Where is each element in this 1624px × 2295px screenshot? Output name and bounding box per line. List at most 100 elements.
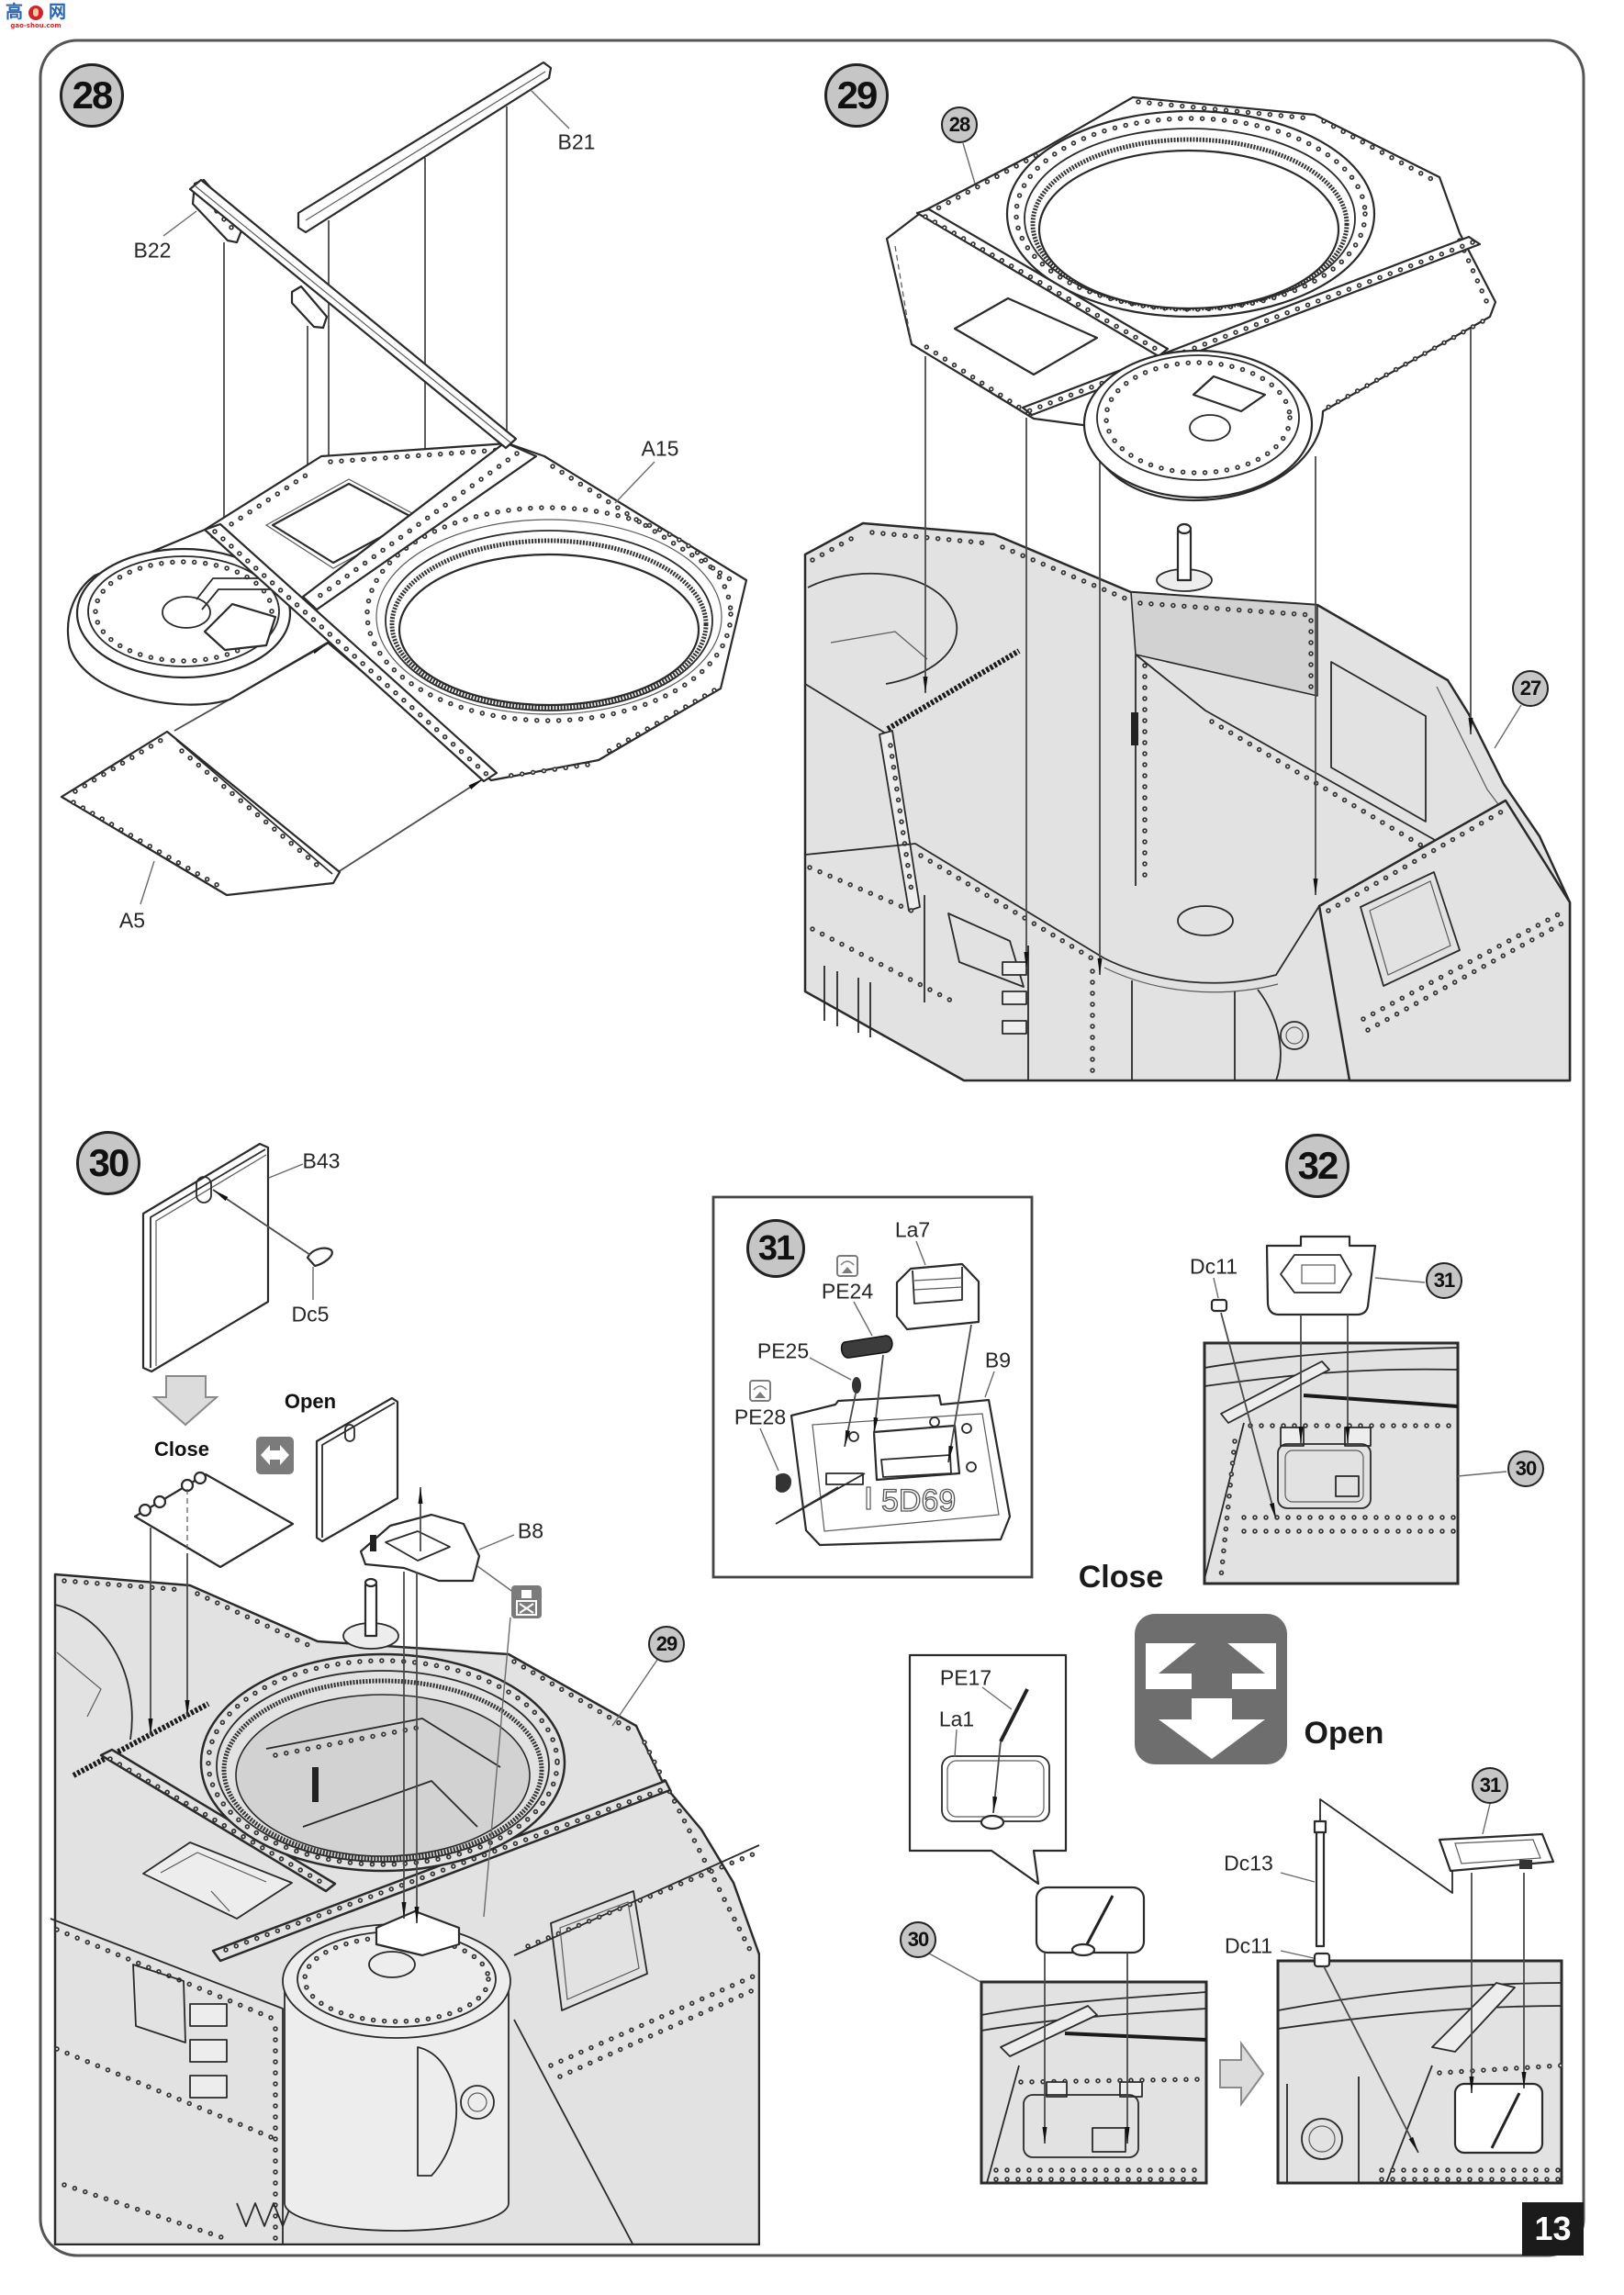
down-arrow-icon [151,1375,219,1427]
leader-ref-29 [611,1659,658,1727]
rivet-highlight [512,1660,635,1733]
vision-port [460,2085,495,2120]
front-right-hatch [1360,871,1461,987]
pe28-placement-lines [775,1472,866,1525]
front-right-hatch-inner [1369,880,1451,976]
leader-pe25 [809,1357,852,1381]
hull-rails [1277,1982,1562,2030]
b9-raised-block [872,1424,961,1482]
part-pe17 [999,1688,1029,1742]
roof-turret-ring-opening [1037,149,1340,310]
step-30-hull [50,1573,760,2245]
rivet-highlight [811,532,861,562]
b22-bracket [290,285,329,330]
open-door-panel [315,1396,399,1543]
step-32-illustration [908,1235,1563,2185]
part-dc11 [1210,1298,1228,1313]
rivet-highlight [94,560,274,663]
part-dc5-handle [306,1247,333,1268]
part-label-a15: A15 [641,436,679,461]
rivet-highlight [62,1579,185,1592]
leader-no-glue [476,1565,515,1918]
deck-detail [830,631,928,660]
dc13-cap [1313,1819,1327,1834]
left-deck-hatch-ring [807,572,958,685]
part-la7 [895,1262,980,1331]
down-arrow-glyph [1159,1698,1265,1759]
watermark-char-left: 高 [6,2,24,22]
front-door [947,912,1025,988]
hatch-frame [1277,1443,1372,1509]
option-label-close: Close [1078,1560,1164,1595]
rivet-highlight [1366,920,1567,1032]
rivet-row [210,467,317,539]
part-label-pe24: PE24 [821,1279,874,1304]
cupola-opening [203,602,277,652]
hull-seam [1204,1422,1245,1580]
watermark-logo-row: 高 网 [6,4,66,21]
part-label-b8: B8 [517,1518,544,1543]
hatch-hinge [138,1503,152,1517]
drum-aperture [417,2046,458,2177]
floor-mount-ring [1177,905,1234,936]
periscope-shaft [1176,529,1193,582]
lower-front-edge [804,843,1105,959]
open-door-frame [321,1402,396,1538]
page-border [39,39,1585,2257]
step-badge-31: 31 [746,1219,805,1278]
leader-ref-30 [1457,1471,1507,1477]
hull-bar [1431,1982,1516,2053]
leader-dc11 [1280,1950,1315,1959]
part-b9: 5D69 [790,1394,1012,1547]
leader-ref-31 [1482,1803,1491,1835]
rivet-row [54,1927,278,2022]
leader-ref-27 [1494,704,1522,749]
rivet-highlight [1001,545,1127,600]
rivet-highlight [1326,319,1484,409]
toggle-icon-glyph [261,1445,289,1465]
hidden-edge [894,245,912,341]
part-a15-plate [66,441,748,783]
la1-callout [908,1653,1068,1886]
periscope-post [1156,522,1213,592]
track-guard-teeth [236,2202,293,2227]
b9-part-marking: 5D69 [881,1483,956,1518]
rivet-row [918,853,1101,965]
step-badge-28: 28 [60,63,124,128]
rivet-highlight [329,448,503,464]
dc13-rod [1315,1825,1326,1948]
step-29-guide-lines [923,317,1473,975]
hinge-block [1046,2081,1068,2098]
leader-b21 [530,89,570,129]
rivet-highlight [1327,810,1504,912]
assembly-link-line [1319,1798,1453,1894]
rivet-row [548,1971,760,2068]
leader-dc11 [1213,1277,1219,1299]
rivet-highlight [889,744,914,900]
watermark-site: gao-shou.com [10,22,62,29]
part-label-dc13: Dc13 [1224,1851,1273,1875]
interior-walls [265,1718,501,1828]
up-arrow-glyph [1159,1630,1265,1691]
sub-assembly-31-block [1301,1264,1336,1284]
hatch-frame [1023,2094,1139,2158]
part-b22 [188,178,518,450]
step-badge-29: 29 [824,63,889,128]
part-dc13 [1313,1819,1327,1948]
hull-rails [980,1991,1207,2032]
rivet-row [557,1985,760,2079]
door-hinge [189,2003,228,2027]
photo-etch-icon [836,1255,858,1277]
drum-hole [368,1951,416,1978]
periscope-shaft [364,1583,378,1638]
cupola-hatch-hole [162,596,211,629]
door-hinge [189,2075,228,2099]
dark-fitting [312,1767,319,1802]
guide-line [1323,1965,1419,2154]
lower-left-face-edge [50,1918,284,2245]
deck-detail [56,1651,102,1718]
closed-hatch-panel [133,1472,295,1569]
open-door-option [315,1396,399,1543]
pe-icon-frame [836,1255,858,1277]
step-29-roof-assembly [885,95,1497,502]
